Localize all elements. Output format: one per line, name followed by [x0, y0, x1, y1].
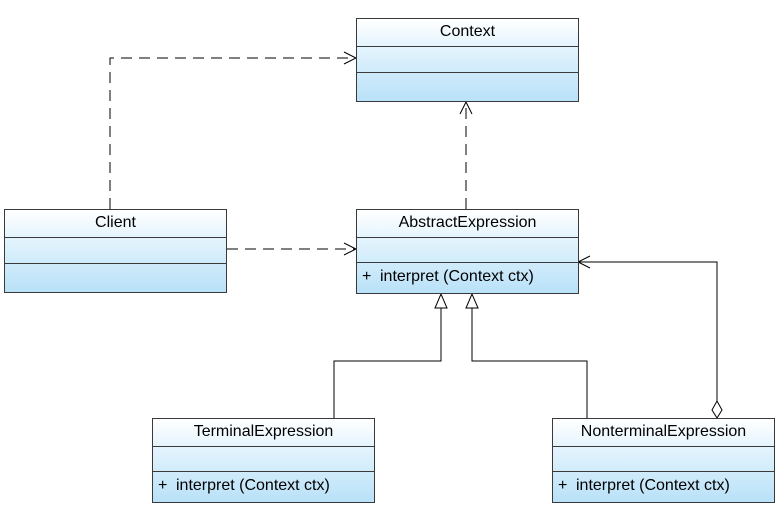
- visibility-marker: +: [158, 477, 168, 494]
- class-name: Client: [95, 214, 136, 231]
- operation-interpret: + interpret (Context ctx): [153, 472, 374, 500]
- class-name: Context: [439, 23, 496, 40]
- visibility-marker: +: [558, 477, 568, 494]
- name-compartment: AbstractExpression: [357, 210, 578, 237]
- class-name: AbstractExpression: [398, 214, 537, 231]
- generalization-terminal: [333, 292, 448, 418]
- operation-interpret: + interpret (Context ctx): [553, 472, 774, 500]
- hollow-diamond: [711, 399, 723, 419]
- generalization-nonterminal: [465, 292, 588, 418]
- operations-compartment: [357, 72, 578, 101]
- dependency-client-abstractexpression: [227, 242, 358, 256]
- class-terminalexpression[interactable]: TerminalExpression + interpret (Context c…: [152, 418, 375, 503]
- operation-signature: interpret (Context ctx): [176, 477, 330, 494]
- aggregation-nonterminal-abstract: [576, 255, 723, 419]
- open-arrowhead: [459, 100, 473, 115]
- class-nonterminalexpression[interactable]: NonterminalExpression + interpret (Contex…: [552, 418, 775, 503]
- name-compartment: Client: [5, 210, 226, 237]
- attributes-compartment: [357, 237, 578, 262]
- name-compartment: TerminalExpression: [153, 419, 374, 446]
- class-client[interactable]: Client: [4, 209, 227, 293]
- attributes-compartment: [357, 46, 578, 72]
- hollow-triangle-arrowhead: [465, 292, 479, 309]
- name-compartment: Context: [357, 19, 578, 46]
- dependency-abstractexpression-context: [459, 100, 473, 209]
- visibility-marker: +: [362, 268, 372, 285]
- operation-signature: interpret (Context ctx): [380, 268, 534, 285]
- operations-compartment: + interpret (Context ctx): [153, 471, 374, 502]
- class-name: TerminalExpression: [193, 423, 334, 440]
- attributes-compartment: [553, 446, 774, 471]
- operation-interpret: + interpret (Context ctx): [357, 263, 578, 291]
- operations-compartment: + interpret (Context ctx): [553, 471, 774, 502]
- class-context[interactable]: Context: [356, 18, 579, 102]
- operation-signature: interpret (Context ctx): [576, 477, 730, 494]
- name-compartment: NonterminalExpression: [553, 419, 774, 446]
- operations-compartment: [5, 263, 226, 292]
- class-name: NonterminalExpression: [580, 423, 747, 440]
- dependency-client-context: [109, 51, 358, 209]
- class-abstractexpression[interactable]: AbstractExpression + interpret (Context c…: [356, 209, 579, 294]
- attributes-compartment: [153, 446, 374, 471]
- hollow-triangle-arrowhead: [434, 292, 448, 309]
- attributes-compartment: [5, 237, 226, 263]
- operations-compartment: + interpret (Context ctx): [357, 262, 578, 293]
